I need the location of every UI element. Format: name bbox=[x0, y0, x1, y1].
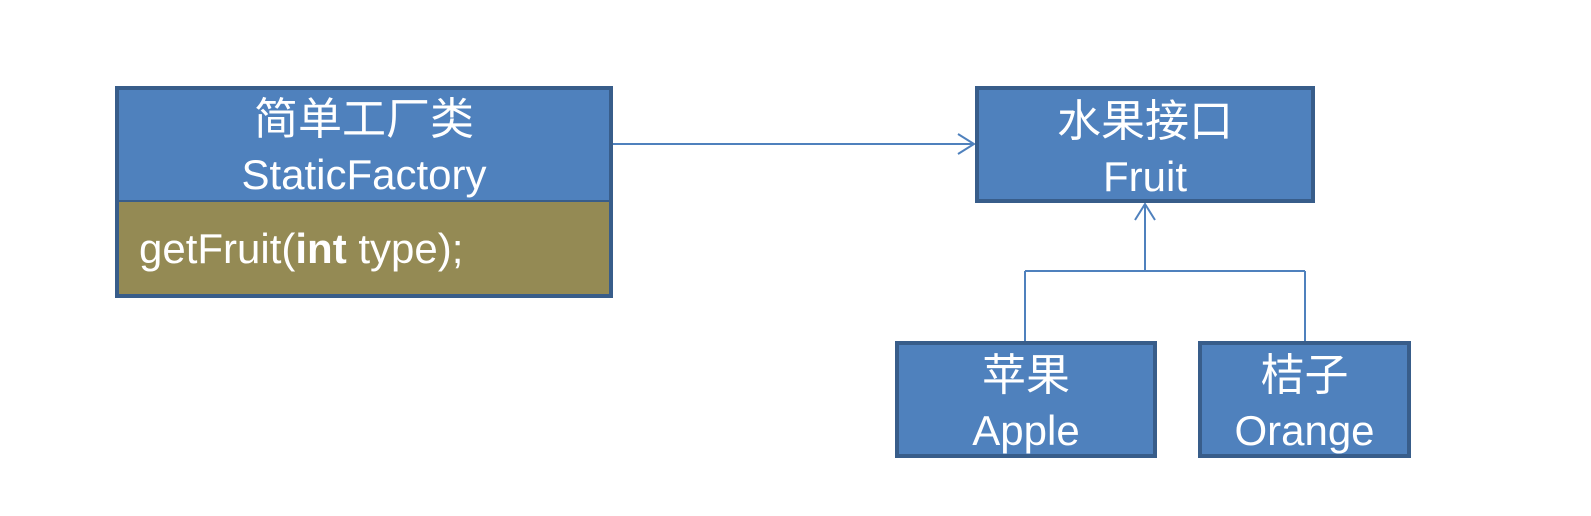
factory-method-signature: getFruit(int type); bbox=[139, 202, 609, 296]
factory-class-methods: getFruit(int type); bbox=[115, 200, 613, 298]
factory-title-cn: 简单工厂类 bbox=[254, 94, 474, 145]
method-param-type: int bbox=[295, 225, 347, 272]
apple-title-cn: 苹果 bbox=[982, 350, 1070, 401]
factory-class-header: 简单工厂类 StaticFactory bbox=[115, 86, 613, 202]
orange-title-en: Orange bbox=[1234, 407, 1375, 454]
apple-class-box: 苹果 Apple bbox=[895, 341, 1157, 458]
fruit-title-cn: 水果接口 bbox=[1057, 96, 1233, 147]
inheritance-arrowhead bbox=[1134, 202, 1156, 221]
orange-title-cn: 桔子 bbox=[1260, 350, 1349, 401]
fruit-interface-box: 水果接口 Fruit bbox=[975, 86, 1315, 203]
fruit-title-en: Fruit bbox=[1103, 153, 1187, 200]
dependency-arrowhead bbox=[957, 133, 976, 155]
apple-title-en: Apple bbox=[972, 407, 1080, 454]
method-param-rest: type); bbox=[346, 225, 464, 272]
orange-class-box: 桔子 Orange bbox=[1198, 341, 1411, 458]
factory-title-en: StaticFactory bbox=[241, 151, 487, 198]
method-name: getFruit( bbox=[139, 225, 296, 272]
